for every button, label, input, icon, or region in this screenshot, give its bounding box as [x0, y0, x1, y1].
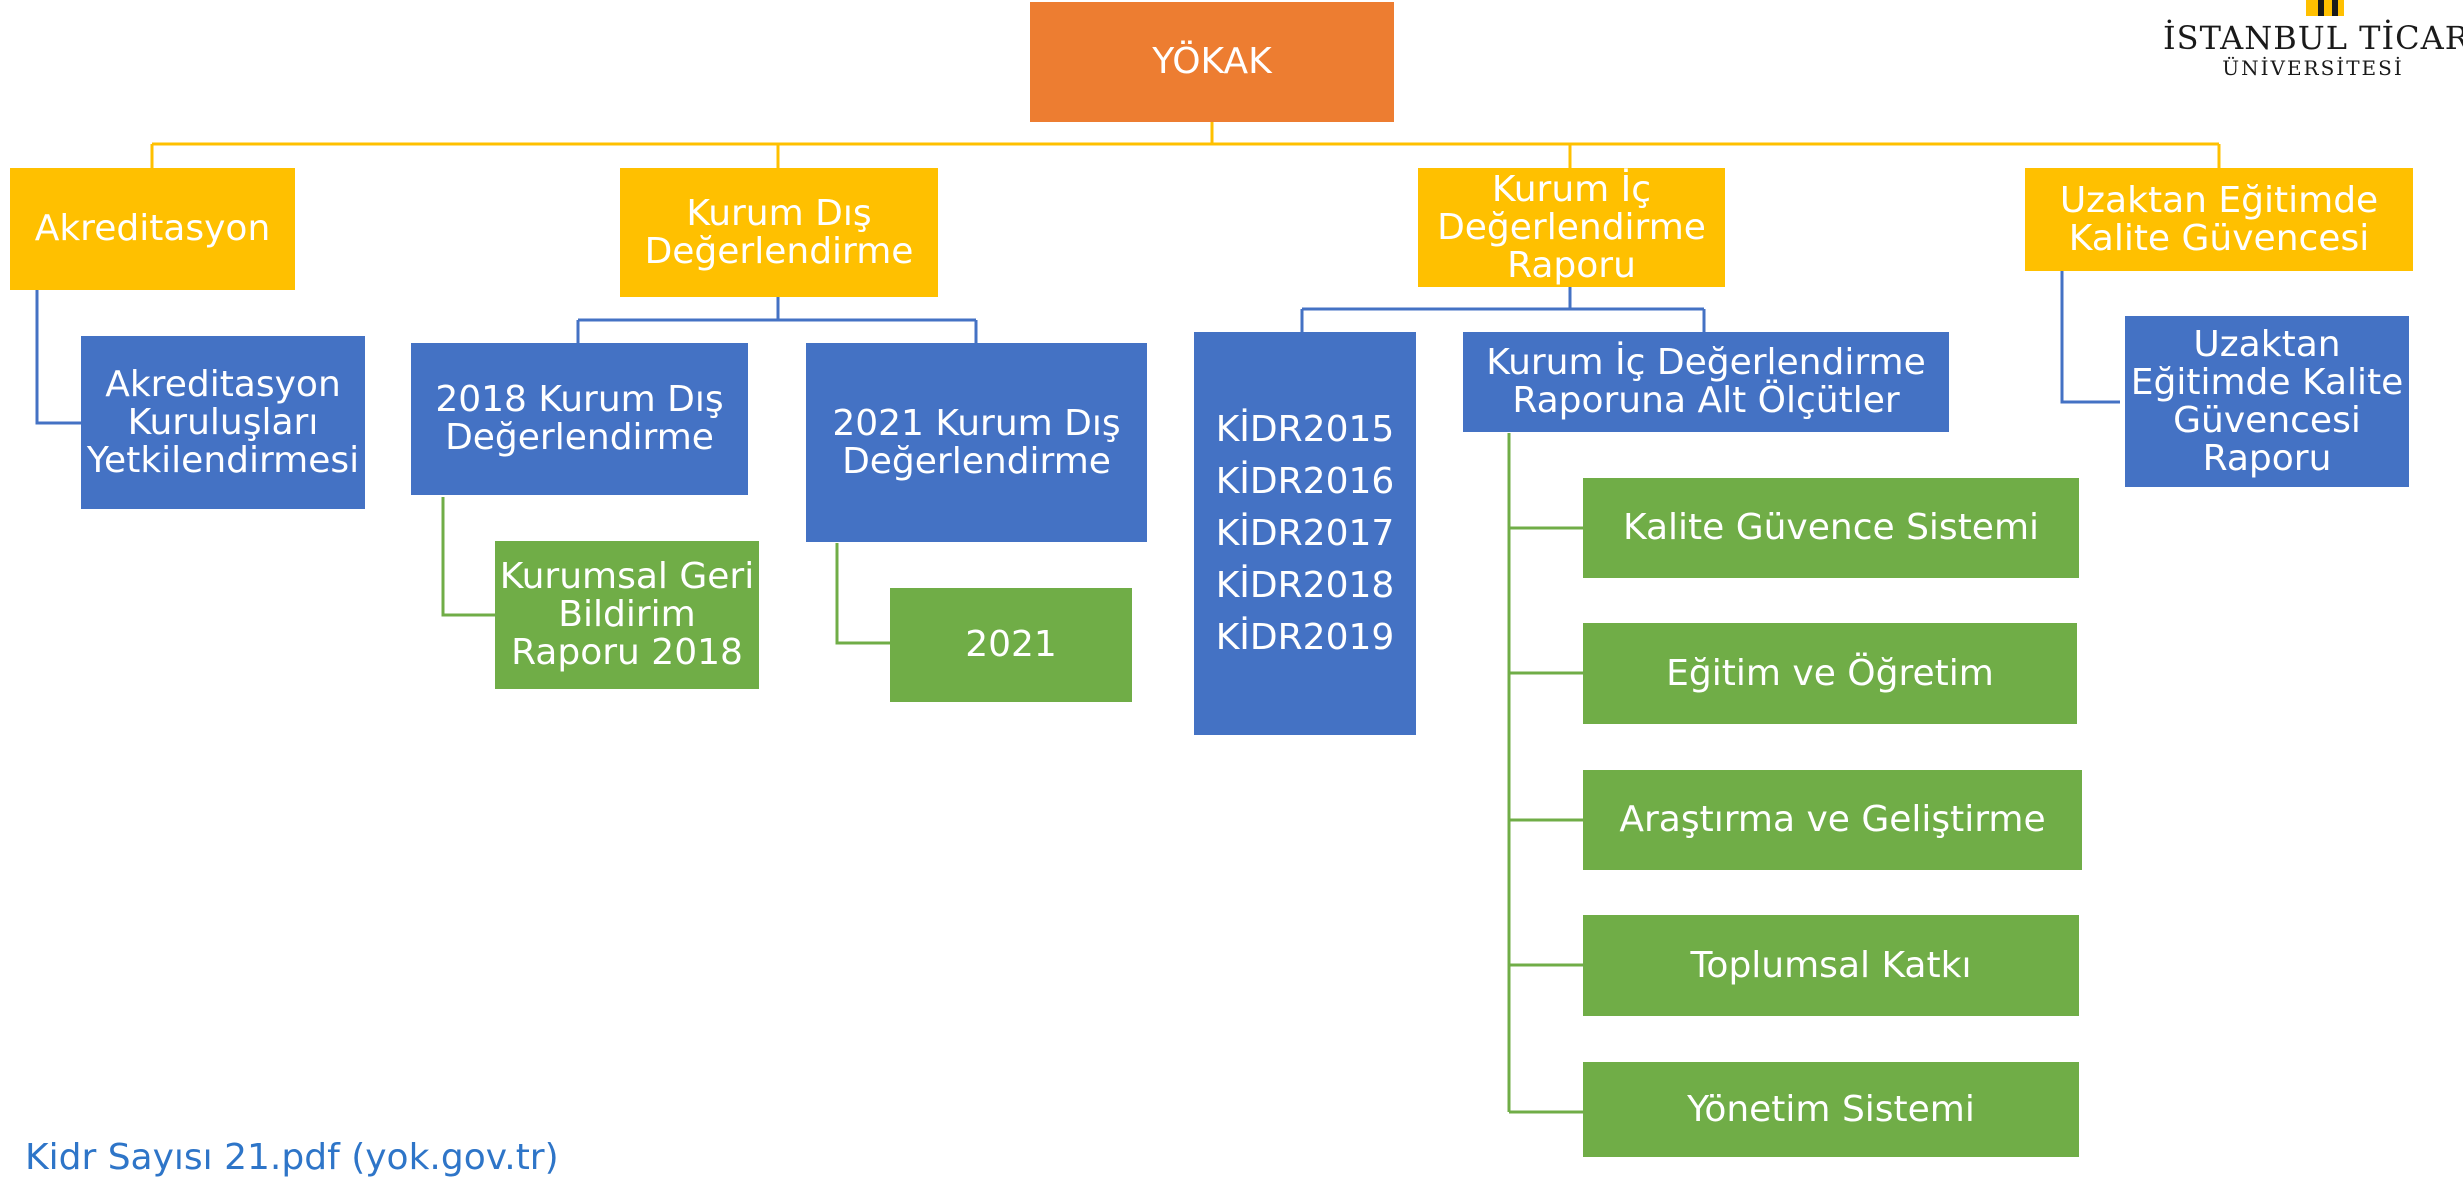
- node-kurum-ic-degerlendirme-raporu: Kurum İç Değerlendirme Raporu: [1418, 168, 1725, 287]
- kidr-year: KİDR2018: [1215, 564, 1395, 606]
- node-kalite-guvence-sistemi: Kalite Güvence Sistemi: [1583, 478, 2079, 578]
- node-2021-kurum-dis: 2021 Kurum Dış Değerlendirme: [806, 343, 1147, 542]
- logo-emblem: [2306, 0, 2344, 16]
- node-2018-kurum-dis: 2018 Kurum Dış Değerlendirme: [411, 343, 748, 495]
- kidr-year: KİDR2017: [1215, 512, 1395, 554]
- node-kurumsal-geri-bildirim: Kurumsal Geri Bildirim Raporu 2018: [495, 541, 759, 689]
- kidr-year: KİDR2016: [1215, 460, 1395, 502]
- kidr-year: KİDR2019: [1215, 616, 1395, 658]
- node-kurum-dis-degerlendirme: Kurum Dış Değerlendirme: [620, 168, 938, 297]
- university-logo: İSTANBUL TİCARET ÜNİVERSİTESİ: [2163, 0, 2463, 90]
- node-yonetim-sistemi: Yönetim Sistemi: [1583, 1062, 2079, 1157]
- node-akreditasyon-kuruluslari: Akreditasyon Kuruluşları Yetkilendirmesi: [81, 336, 365, 509]
- node-uzaktan-raporu: Uzaktan Eğitimde Kalite Güvencesi Raporu: [2125, 316, 2409, 487]
- kidr-year: KİDR2015: [1215, 408, 1395, 450]
- node-kidr-list: KİDR2015 KİDR2016 KİDR2017 KİDR2018 KİDR…: [1194, 332, 1416, 735]
- logo-name: İSTANBUL TİCARET: [2163, 19, 2463, 57]
- node-toplumsal-katki: Toplumsal Katkı: [1583, 915, 2079, 1016]
- node-yokak: YÖKAK: [1030, 2, 1394, 122]
- node-uzaktan-egitimde-kalite-guvencesi: Uzaktan Eğitimde Kalite Güvencesi: [2025, 168, 2413, 271]
- node-arastirma-ve-gelistirme: Araştırma ve Geliştirme: [1583, 770, 2082, 870]
- node-kidr-alt-olcutler: Kurum İç Değerlendirme Raporuna Alt Ölçü…: [1463, 332, 1949, 432]
- source-link[interactable]: Kidr Sayısı 21.pdf (yok.gov.tr): [25, 1137, 559, 1178]
- logo-subtitle: ÜNİVERSİTESİ: [2222, 56, 2404, 80]
- node-egitim-ve-ogretim: Eğitim ve Öğretim: [1583, 623, 2077, 724]
- node-akreditasyon: Akreditasyon: [10, 168, 295, 290]
- node-2021: 2021: [890, 588, 1132, 702]
